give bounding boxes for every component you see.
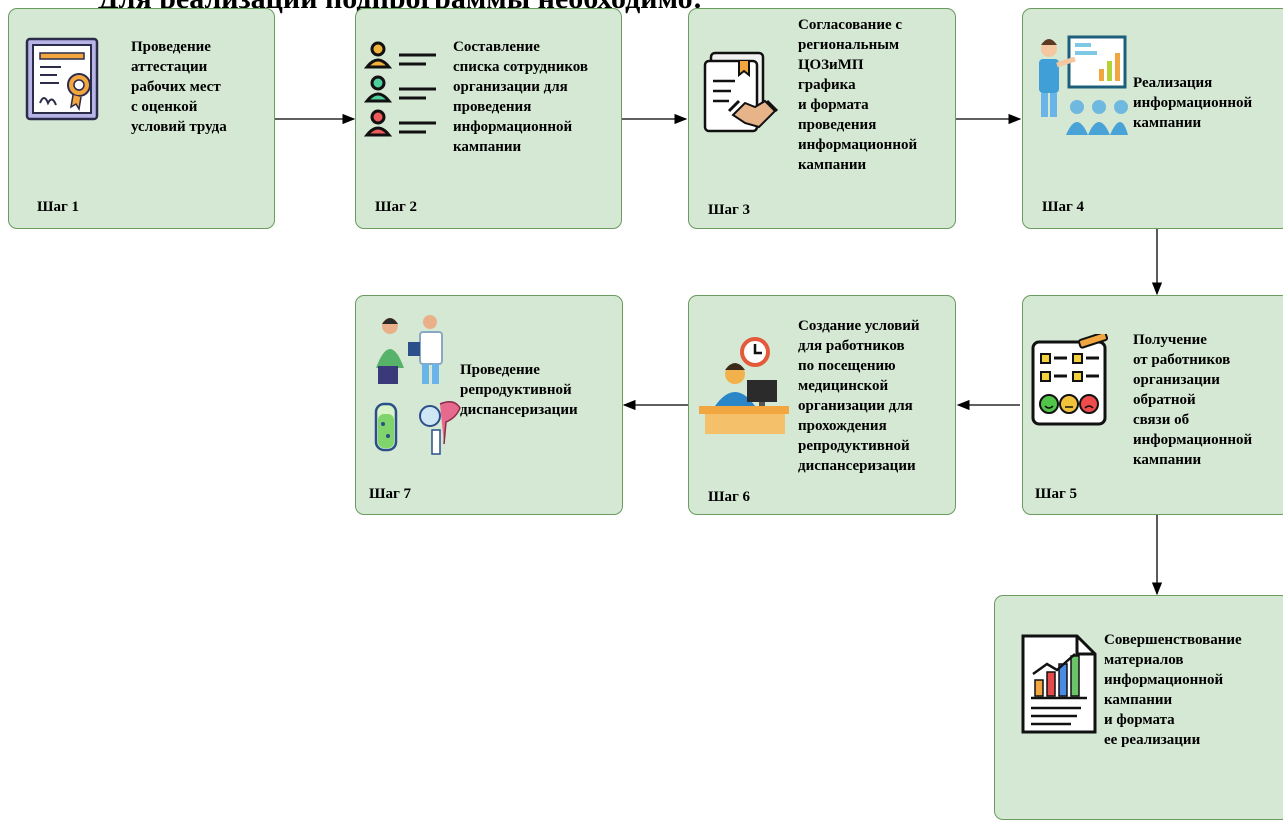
step-5-text: Получение от работников организации обра… <box>1133 332 1253 468</box>
feedback-survey-icon <box>1031 334 1109 426</box>
presentation-icon <box>1039 35 1128 135</box>
certificate-icon <box>25 37 99 121</box>
step-3-text: Согласование с региональным ЦОЗиМП графи… <box>798 17 918 173</box>
final-step-text: Совершенствование материалов информацион… <box>1104 632 1242 748</box>
step-6-box: Создание условий для работников по посещ… <box>688 295 956 515</box>
step-7-label: Шаг 7 <box>369 486 412 502</box>
step-7-text: Проведение репродуктивной диспансеризаци… <box>460 362 578 418</box>
step-2-box: Составление списка сотрудников организац… <box>355 8 622 229</box>
step-2-text: Составление списка сотрудников организац… <box>453 39 589 155</box>
final-step-box: Совершенствование материалов информацион… <box>994 595 1283 820</box>
step-4-box: Реализация информационной кампании Шаг 4 <box>1022 8 1283 229</box>
step-6-text: Создание условий для работников по посещ… <box>798 318 920 474</box>
employee-list-icon <box>364 41 436 137</box>
step-2-label: Шаг 2 <box>375 199 418 215</box>
step-4-label: Шаг 4 <box>1042 199 1085 215</box>
step-4-text: Реализация информационной кампании <box>1133 75 1253 131</box>
agreement-handshake-icon <box>703 51 779 133</box>
step-5-label: Шаг 5 <box>1035 486 1078 502</box>
step-7-box: Проведение репродуктивной диспансеризаци… <box>355 295 623 515</box>
office-worker-clock-icon <box>699 337 789 434</box>
report-chart-icon <box>1021 634 1097 734</box>
step-1-label: Шаг 1 <box>37 199 80 215</box>
step-3-label: Шаг 3 <box>708 202 751 218</box>
step-3-box: Согласование с региональным ЦОЗиМП графи… <box>688 8 956 229</box>
medical-exam-icon <box>374 315 461 455</box>
step-5-box: Получение от работников организации обра… <box>1022 295 1283 515</box>
step-6-label: Шаг 6 <box>708 489 751 505</box>
step-1-text: Проведение аттестации рабочих мест с оце… <box>131 39 227 135</box>
step-1-box: Проведение аттестации рабочих мест с оце… <box>8 8 275 229</box>
